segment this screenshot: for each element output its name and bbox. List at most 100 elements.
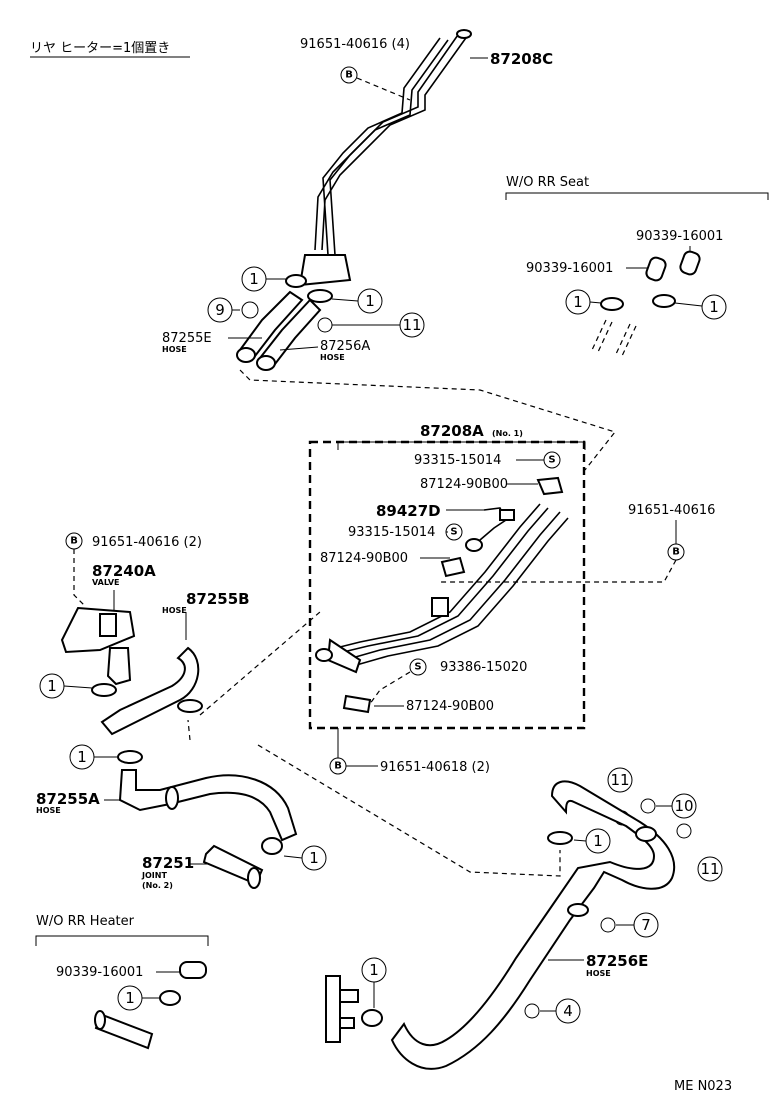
label-sensor: 89427D: [376, 502, 441, 520]
clamp-hose-b: [177, 699, 203, 713]
seat-pins: [591, 319, 637, 357]
plug-c: [179, 961, 207, 979]
label-joint-word: JOINT: [141, 871, 167, 880]
clip-c3: [342, 694, 372, 714]
label-wo-rr-heater: W/O RR Heater: [36, 914, 135, 929]
callout-9-num: 9: [215, 301, 225, 319]
plug-a: [645, 256, 667, 282]
plug-4: [524, 1003, 540, 1019]
plug-10: [640, 798, 656, 814]
hose-87256a: [256, 298, 322, 371]
callout-1-heater-num: 1: [125, 989, 135, 1007]
callout-4-num: 4: [563, 1002, 573, 1020]
callout-b-top: [340, 66, 358, 84]
callout-b-left-letter: B: [70, 536, 78, 547]
diagram-title: リヤ ヒーター=1個置き: [30, 41, 170, 56]
bracket-wo-rr-heater: [35, 935, 209, 946]
callout-11-b-num: 11: [610, 771, 629, 789]
callout-11-c-num: 11: [700, 860, 719, 878]
label-hose-e-word: HOSE: [162, 345, 187, 354]
label-c3: 87124-90B00: [406, 699, 494, 714]
leader-1-valve: [63, 685, 93, 689]
label-hose-56a: 87256A: [320, 339, 370, 354]
pipe-87208a: [315, 503, 569, 674]
clamp-hose-56e: [635, 826, 657, 842]
leader-1-b: [331, 298, 359, 302]
label-valve-word: VALVE: [92, 578, 120, 587]
label-bottom-clip: 91651-40618 (2): [380, 760, 490, 775]
clip-c1: [536, 476, 564, 496]
callout-1-bottom-num: 1: [369, 961, 379, 979]
label-top-clip: 91651-40616 (4): [300, 37, 410, 52]
plug-7: [600, 917, 616, 933]
clamp-hose-a: [117, 750, 143, 764]
dashed-valve: [187, 611, 321, 741]
clamp-valve: [91, 683, 117, 697]
sensor-89427d: [465, 507, 515, 552]
label-hose-a-word: HOSE: [36, 806, 61, 815]
plug-9: [241, 301, 259, 319]
callout-s1-letter: S: [548, 455, 555, 466]
label-c2: 87124-90B00: [320, 551, 408, 566]
dashed-bottom: [257, 744, 561, 877]
dashed-right: [440, 559, 677, 583]
callout-1-hose-a-num: 1: [77, 748, 87, 766]
callout-b-right-letter: B: [672, 547, 680, 558]
clamp-heater: [159, 990, 181, 1006]
leader-1-seat-a: [589, 301, 602, 304]
hose-56e-sleeve: [567, 903, 589, 917]
label-hose-56e: 87256E: [586, 952, 648, 970]
callout-7-num: 7: [641, 916, 651, 934]
label-c1: 87124-90B00: [420, 477, 508, 492]
label-right-clip: 91651-40616: [628, 503, 715, 518]
callout-11-b: [607, 767, 633, 793]
leader-hose-56a: [279, 346, 319, 351]
plug-11-c: [676, 823, 692, 839]
clamp-right: [547, 831, 573, 845]
label-hose-56e-word: HOSE: [586, 969, 611, 978]
callout-b-bottom-letter: B: [334, 761, 342, 772]
callout-11-c: [697, 856, 723, 882]
label-wo-rr-seat: W/O RR Seat: [506, 175, 589, 190]
leader-1-joint: [283, 855, 303, 859]
callout-1-b-num: 1: [365, 292, 375, 310]
pipe-87208c: [298, 29, 472, 287]
joint-end: [247, 867, 261, 889]
clip-c2: [440, 556, 466, 578]
clamp-seat-a: [600, 297, 624, 311]
label-box-sub: (No. 1): [492, 429, 523, 438]
plug-b: [679, 250, 701, 276]
callout-1-right-num: 1: [593, 832, 603, 850]
callout-1-joint-num: 1: [309, 849, 319, 867]
label-plug-a: 90339-16001: [636, 229, 723, 244]
clamp-joint: [261, 837, 283, 855]
dashed-link-top: [239, 369, 617, 471]
label-pipe-c: 87208C: [490, 50, 553, 68]
hose-87256e: [390, 780, 676, 1070]
clamp-seat-b: [652, 294, 676, 308]
hose-clamp-a: [285, 274, 307, 288]
leader-1-right: [573, 839, 587, 842]
label-plug-c: 90339-16001: [56, 965, 143, 980]
clamp-hose-a-end: [165, 786, 179, 810]
callout-s2: [445, 523, 463, 541]
plug-11-a: [317, 317, 333, 333]
hose-clamp-b: [307, 289, 333, 303]
leader-b-top: [356, 77, 411, 101]
hose-87255b: [100, 646, 200, 736]
label-joint-no: (No. 2): [142, 881, 173, 890]
callout-s3-letter: S: [414, 662, 421, 673]
label-hose-e: 87255E: [162, 331, 212, 346]
label-s3: 93386-15020: [440, 660, 527, 675]
diagram-code: ME N023: [674, 1079, 732, 1094]
valve-87240a: [60, 606, 136, 686]
leader-s3: [363, 671, 411, 713]
label-hose-56a-word: HOSE: [320, 353, 345, 362]
label-joint: 87251: [142, 854, 194, 872]
dashed-left: [73, 549, 85, 606]
callout-10-num: 10: [674, 797, 693, 815]
heater-joint-end: [94, 1010, 106, 1030]
label-s1: 93315-15014: [414, 453, 501, 468]
callout-1-seat-b: [701, 294, 727, 320]
